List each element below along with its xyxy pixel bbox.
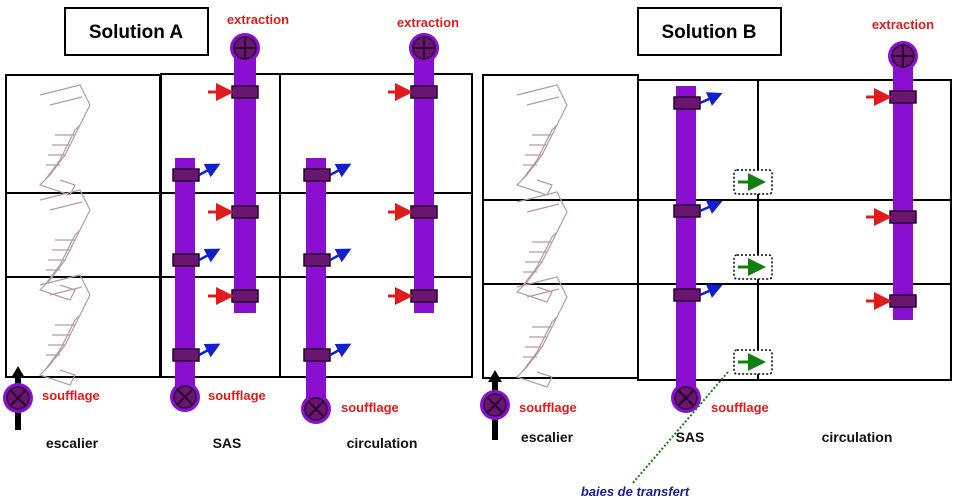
damper bbox=[231, 289, 259, 303]
damper bbox=[231, 85, 259, 99]
soufflage-label: soufflage bbox=[42, 388, 100, 403]
supply-arrow-icon bbox=[198, 163, 221, 178]
damper bbox=[231, 205, 259, 219]
solution-b-title: Solution B bbox=[662, 22, 757, 43]
transfer-grilles bbox=[733, 169, 773, 375]
supply-fan-icon bbox=[169, 381, 201, 413]
solution-a-title: Solution A bbox=[89, 22, 184, 43]
stair-icon bbox=[516, 84, 568, 196]
supply-arrow-icon bbox=[329, 343, 352, 358]
zone-label-escalier: escalier bbox=[46, 435, 99, 451]
zone-label-sas: SAS bbox=[213, 435, 242, 451]
extraction-fan-icon bbox=[887, 40, 919, 72]
supply-arrow-icon bbox=[329, 163, 352, 178]
circulation-supply-duct bbox=[300, 158, 352, 425]
soufflage-label: soufflage bbox=[711, 400, 769, 415]
circulation-extraction-duct bbox=[866, 40, 919, 320]
extraction-label: extraction bbox=[227, 12, 289, 27]
extraction-label: extraction bbox=[397, 15, 459, 30]
supply-arrow-icon bbox=[699, 92, 723, 106]
transfer-leader-line bbox=[631, 371, 729, 485]
sas-supply-duct bbox=[169, 158, 221, 413]
solution-b: Solution B bbox=[479, 7, 952, 499]
zone-label-escalier: escalier bbox=[521, 429, 574, 445]
soufflage-label: soufflage bbox=[208, 388, 266, 403]
supply-arrow-icon bbox=[699, 284, 723, 298]
solution-b-title-box bbox=[637, 7, 782, 56]
zone-label-circulation: circulation bbox=[347, 435, 418, 451]
solution-a-title-box bbox=[64, 7, 209, 56]
escalier-building bbox=[482, 74, 639, 388]
solution-a: Solution A extraction bbox=[2, 7, 473, 451]
stair-supply-fan-icon bbox=[479, 370, 511, 440]
soufflage-label: soufflage bbox=[341, 400, 399, 415]
extraction-label: extraction bbox=[872, 17, 934, 32]
zone-label-sas: SAS bbox=[676, 429, 705, 445]
transfer-label: baies de transfert bbox=[581, 484, 690, 499]
soufflage-label: soufflage bbox=[519, 400, 577, 415]
supply-arrow-icon bbox=[198, 248, 221, 263]
escalier-building bbox=[5, 74, 161, 386]
sas-supply-duct bbox=[670, 86, 723, 414]
supply-fan-icon bbox=[300, 393, 332, 425]
sas-extraction-duct bbox=[208, 32, 261, 313]
zone-label-circulation: circulation bbox=[822, 429, 893, 445]
extraction-fan-icon bbox=[408, 32, 440, 64]
supply-arrow-icon bbox=[198, 343, 221, 358]
circulation-extraction-duct bbox=[388, 32, 440, 313]
extraction-fan-icon bbox=[229, 32, 261, 64]
stair-icon bbox=[39, 274, 91, 386]
stair-icon bbox=[516, 276, 568, 388]
supply-arrow-icon bbox=[329, 248, 352, 263]
stair-supply-fan-icon bbox=[2, 366, 34, 430]
supply-arrow-icon bbox=[699, 200, 723, 214]
stair-icon bbox=[39, 84, 91, 196]
